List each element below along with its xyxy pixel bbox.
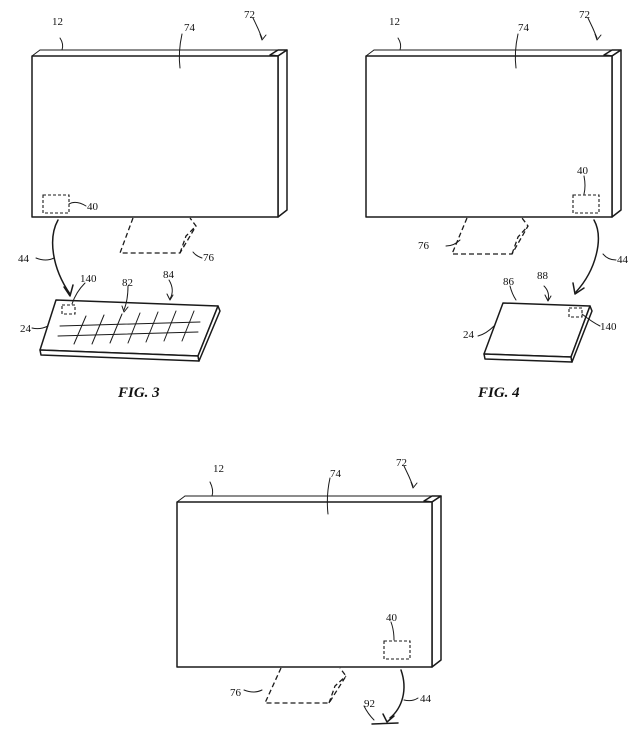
figure-caption: FIG. 4: [477, 385, 520, 401]
label-92: 92: [364, 698, 375, 710]
figure-3: 12 74 72 40 76 44 24 140 82 84 FIG. 3: [18, 9, 288, 401]
label-72: 72: [396, 457, 407, 469]
figure-caption: FIG. 3: [117, 385, 160, 401]
label-74: 74: [518, 22, 530, 34]
key-column: [109, 313, 123, 344]
key-column: [145, 311, 159, 343]
leader-lines: [209, 465, 419, 721]
display-device: [31, 49, 288, 218]
label-72: 72: [244, 9, 255, 21]
tablet-accessory: [483, 302, 593, 363]
label-24: 24: [20, 323, 32, 335]
accessory-sensor-box: [568, 307, 583, 318]
label-74: 74: [184, 22, 196, 34]
key-column: [163, 310, 177, 342]
display-device: [176, 495, 442, 668]
transfer-arrowhead: [63, 284, 74, 297]
label-72: 72: [579, 9, 590, 21]
label-44: 44: [420, 693, 432, 705]
key-row: [59, 321, 201, 327]
key-column: [181, 310, 195, 342]
label-76: 76: [418, 240, 430, 252]
sensor-box: [383, 640, 411, 660]
label-140: 140: [600, 321, 617, 333]
label-76: 76: [203, 252, 215, 264]
transfer-arrowhead: [382, 713, 395, 723]
label-12: 12: [389, 16, 400, 28]
label-140: 140: [80, 273, 97, 285]
label-74: 74: [330, 468, 342, 480]
label-86: 86: [503, 276, 515, 288]
label-88: 88: [537, 270, 549, 282]
figure-4: 12 74 72 40 76 44 24 86 88 140 FIG. 4: [365, 9, 629, 401]
label-24: 24: [463, 329, 475, 341]
label-76: 76: [230, 687, 242, 699]
label-82: 82: [122, 277, 133, 289]
label-44: 44: [18, 253, 30, 265]
key-column: [91, 314, 105, 345]
label-12: 12: [213, 463, 224, 475]
label-44: 44: [617, 254, 629, 266]
transfer-arrow: [51, 219, 71, 295]
transfer-arrowhead: [572, 282, 585, 295]
label-12: 12: [52, 16, 63, 28]
sensor-box: [572, 194, 600, 214]
stand: [119, 217, 197, 254]
label-40: 40: [577, 165, 589, 177]
key-column: [73, 315, 87, 345]
accessory-sensor-box: [61, 304, 76, 315]
leader-lines: [397, 17, 617, 337]
stand: [451, 217, 529, 255]
transfer-arrow: [389, 669, 405, 719]
display-device: [365, 49, 622, 218]
signal-line: [371, 722, 399, 725]
label-40: 40: [87, 201, 99, 213]
label-84: 84: [163, 269, 175, 281]
figure-5: 12 74 72 40 76 44 92: [176, 457, 442, 725]
key-row: [57, 331, 199, 337]
keyboard-accessory: [39, 299, 221, 362]
key-column: [127, 312, 141, 344]
transfer-arrow: [575, 219, 600, 293]
leader-lines: [31, 17, 267, 330]
stand: [263, 667, 347, 704]
label-40: 40: [386, 612, 398, 624]
